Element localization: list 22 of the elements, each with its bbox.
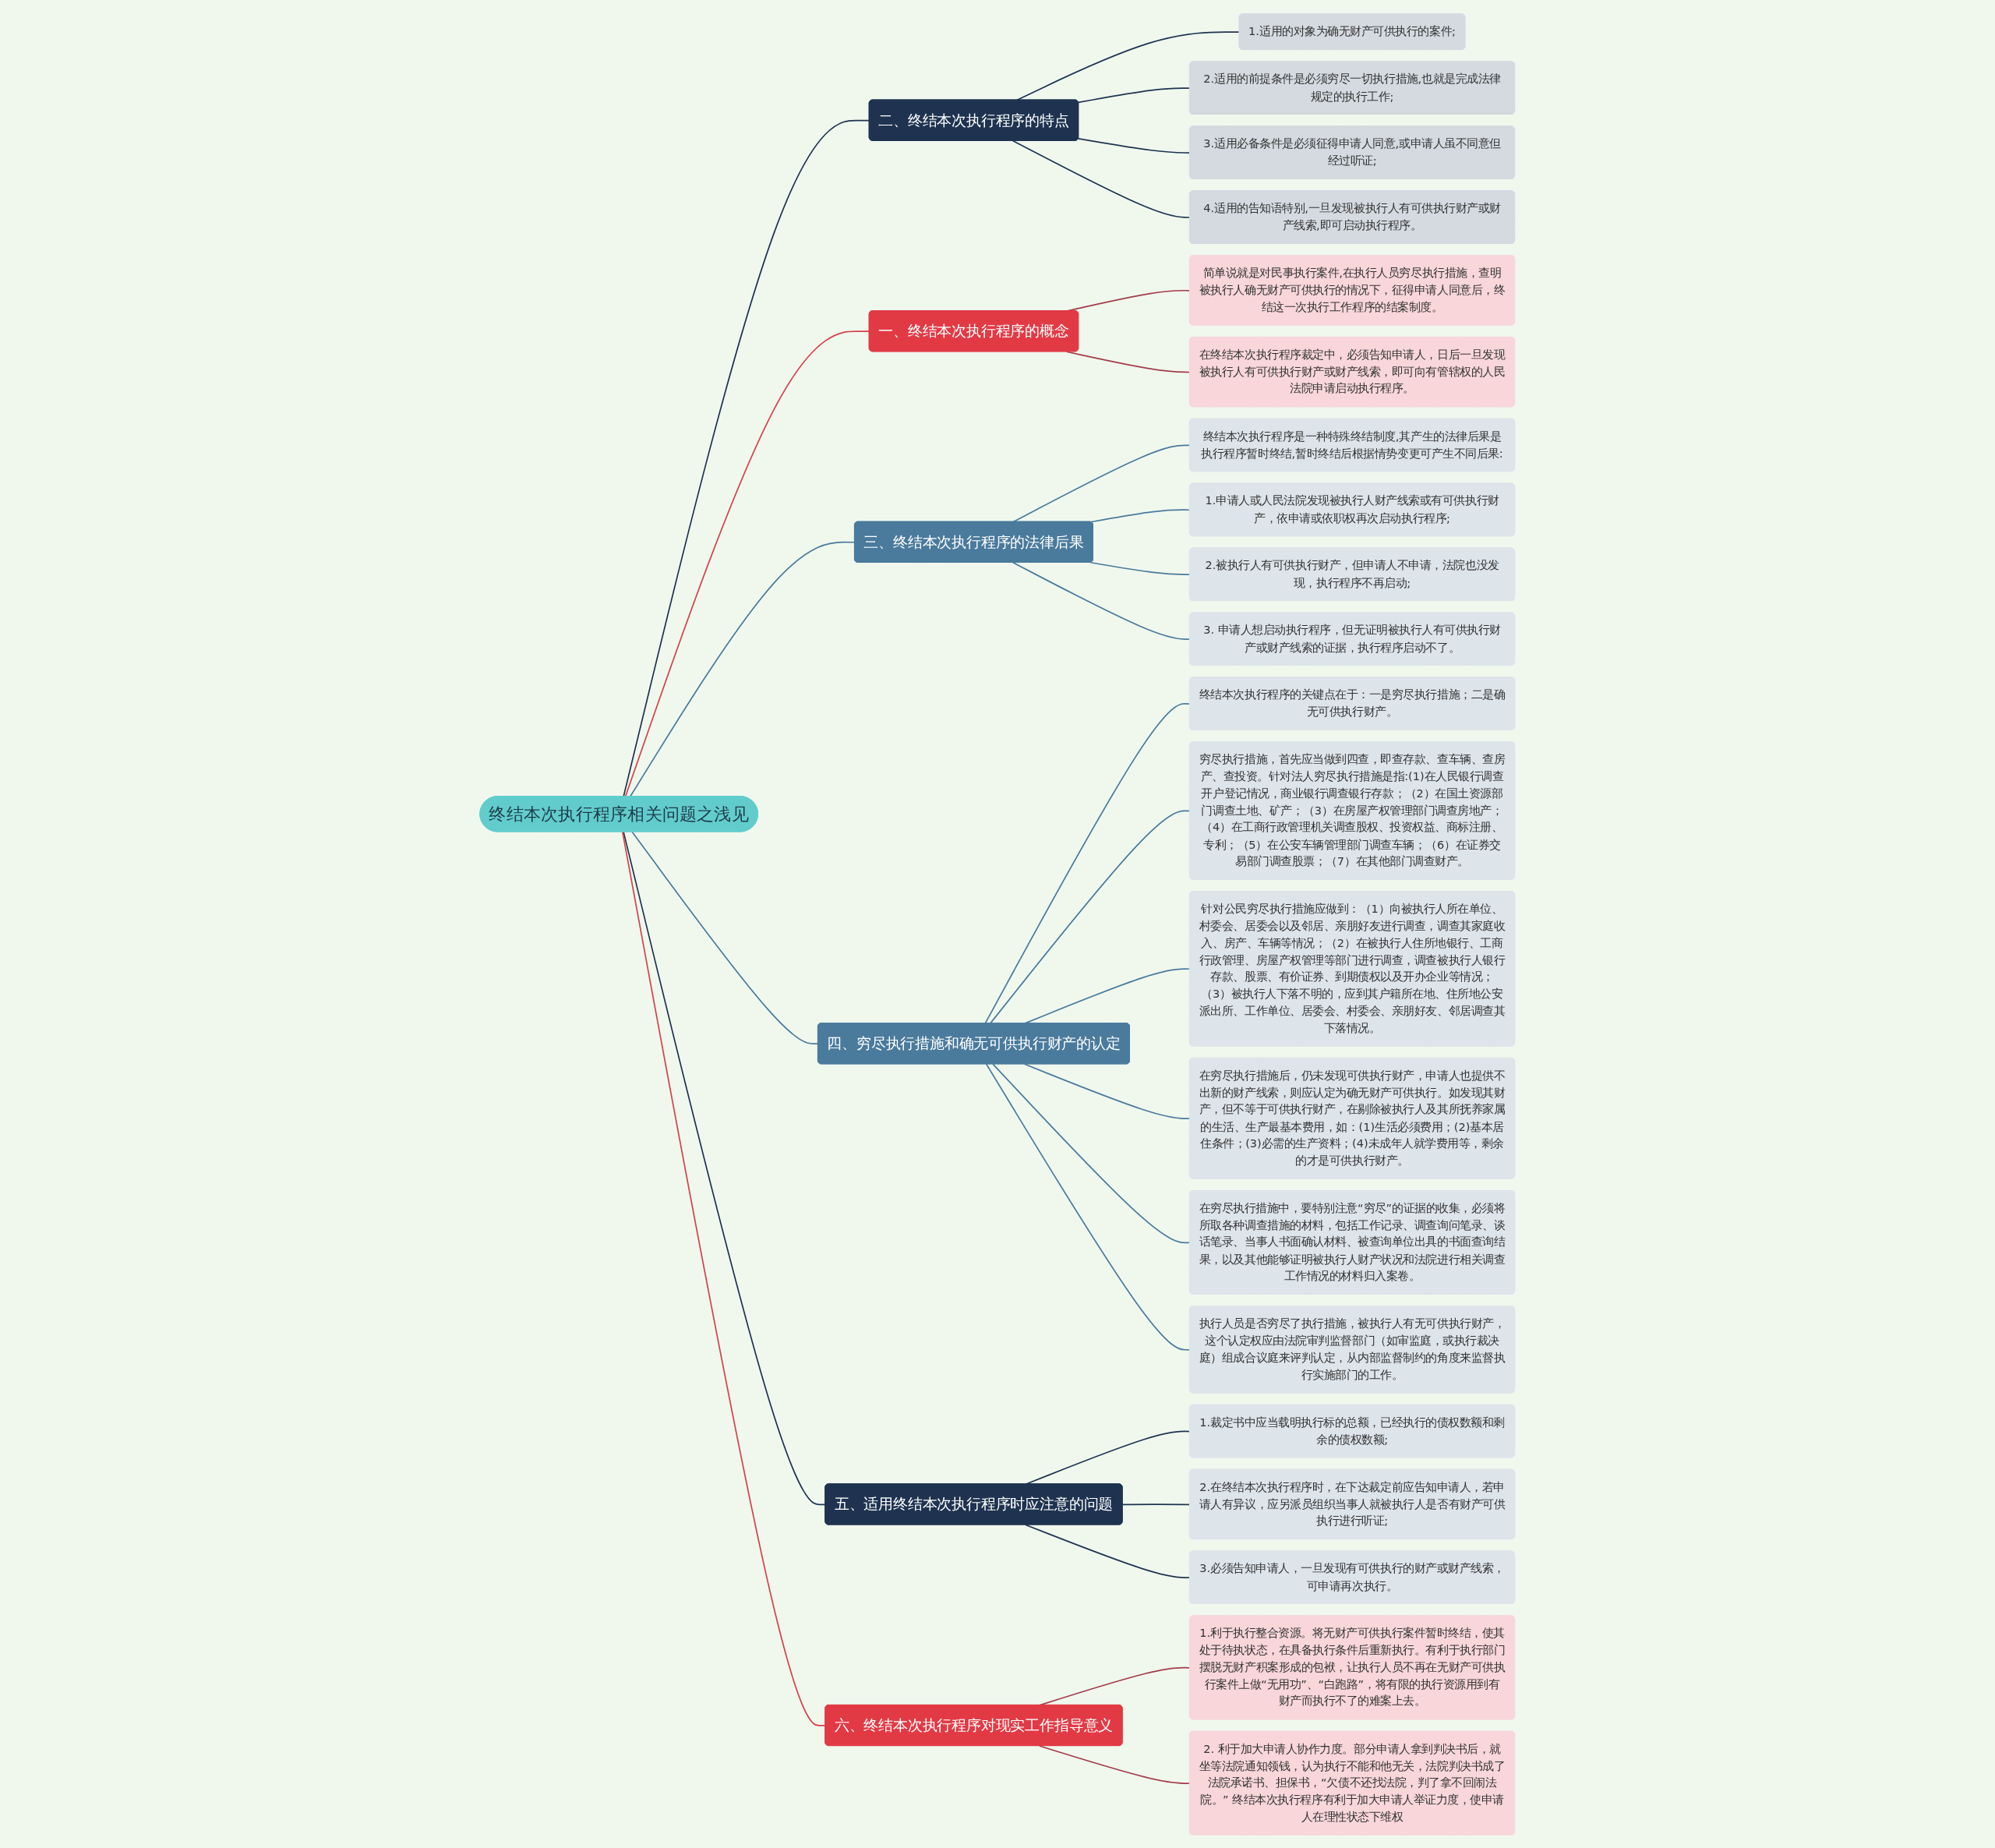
connector <box>624 330 870 797</box>
connector <box>1066 350 1191 373</box>
connector <box>990 810 1191 1024</box>
connector <box>630 541 856 797</box>
connector <box>1024 1062 1191 1119</box>
connector <box>622 831 827 1726</box>
connector <box>631 831 819 1044</box>
connector <box>1121 1503 1191 1505</box>
connector <box>984 702 1191 1024</box>
connector <box>1025 1524 1191 1578</box>
connector <box>1012 140 1191 218</box>
connector <box>1078 87 1191 103</box>
connector <box>986 1062 1191 1351</box>
connector <box>1012 561 1191 640</box>
connector <box>1024 967 1191 1024</box>
connector <box>1089 508 1191 523</box>
connector <box>1078 137 1191 154</box>
connector <box>992 1062 1191 1243</box>
connector <box>623 831 827 1505</box>
connector <box>623 119 870 797</box>
connector <box>1039 1744 1191 1784</box>
connector <box>1089 561 1191 575</box>
